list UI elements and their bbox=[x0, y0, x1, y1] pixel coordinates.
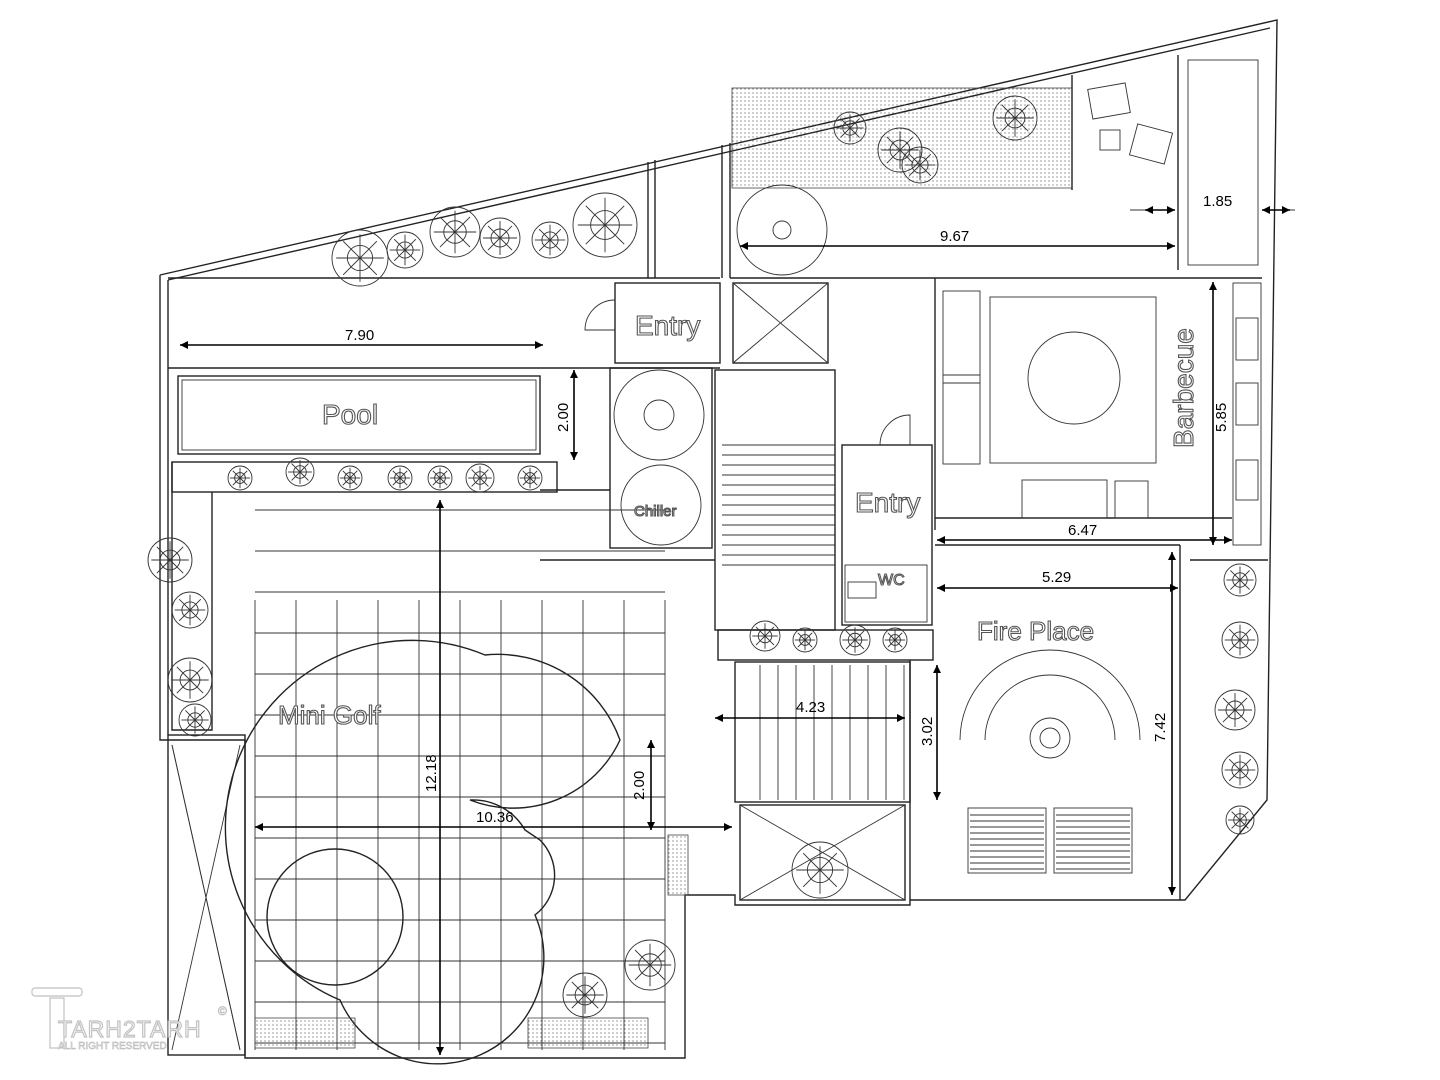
lounge-chairs bbox=[1087, 82, 1174, 165]
label-entry-middle: Entry bbox=[855, 487, 920, 518]
tree-icon bbox=[227, 465, 253, 491]
tree-icon bbox=[624, 939, 676, 991]
label-pool: Pool bbox=[322, 399, 378, 430]
spiral-stair-top bbox=[736, 184, 828, 276]
dim-top-strip: 1.85 bbox=[1203, 193, 1232, 210]
tree-icon bbox=[427, 465, 453, 491]
wc-room bbox=[844, 564, 928, 623]
tree-icon bbox=[386, 231, 424, 269]
dimension-lines: 7.90 2.00 9.67 1.85 5.85 6.47 5.29 7.42 … bbox=[180, 193, 1295, 1055]
chiller-units bbox=[609, 367, 713, 549]
watermark-brand: TARH2TARH bbox=[58, 1016, 202, 1042]
label-wc: WC bbox=[878, 572, 905, 589]
dim-top-terrace: 9.67 bbox=[940, 228, 969, 245]
watermark-copyright: © bbox=[218, 1004, 227, 1018]
dim-fire-place-width: 5.29 bbox=[1042, 569, 1071, 586]
tree-icon bbox=[479, 217, 521, 259]
barbecue-area bbox=[934, 278, 1262, 546]
tree-icon bbox=[337, 465, 363, 491]
tree-icon bbox=[517, 465, 543, 491]
dim-barbecue-height: 5.85 bbox=[1213, 403, 1230, 432]
tree-icon bbox=[387, 465, 413, 491]
dim-stair-height: 3.02 bbox=[919, 717, 936, 746]
tree-icon bbox=[465, 463, 495, 493]
left-storage bbox=[167, 734, 246, 1056]
trees bbox=[147, 95, 1259, 1018]
label-mini-golf: Mini Golf bbox=[278, 700, 381, 730]
lower-stair bbox=[734, 661, 911, 901]
tree-icon bbox=[171, 591, 209, 629]
tree-icon bbox=[792, 627, 818, 653]
fire-place-area bbox=[909, 544, 1268, 900]
label-entry-top: Entry bbox=[635, 310, 700, 341]
dim-pool-length: 7.90 bbox=[345, 327, 374, 344]
mini-golf-area bbox=[171, 461, 689, 1065]
label-chiller: Chiller bbox=[634, 503, 677, 520]
tree-icon bbox=[1221, 621, 1259, 659]
planter-middle bbox=[717, 629, 934, 661]
tree-icon bbox=[1221, 751, 1259, 789]
dim-fire-place-height: 7.42 bbox=[1152, 713, 1169, 742]
tree-icon bbox=[429, 206, 481, 258]
outer-walls bbox=[159, 19, 1278, 1059]
entry-top bbox=[584, 282, 829, 364]
tree-icon bbox=[572, 192, 638, 258]
tree-icon bbox=[749, 620, 781, 652]
watermark-rights: ALL RIGHT RESERVED bbox=[58, 1041, 167, 1052]
dim-pool-width: 2.00 bbox=[555, 403, 572, 432]
tree-icon bbox=[992, 95, 1038, 141]
dim-stair-width: 4.23 bbox=[796, 699, 825, 716]
tree-icon bbox=[1225, 805, 1255, 835]
pool bbox=[177, 375, 541, 455]
tree-icon bbox=[331, 229, 389, 287]
tree-icon bbox=[147, 537, 193, 583]
elevator-shaft bbox=[732, 282, 829, 364]
tree-icon bbox=[839, 624, 871, 656]
tree-icon bbox=[562, 972, 608, 1018]
watermark-logo: TARH2TARH ALL RIGHT RESERVED © bbox=[31, 987, 227, 1052]
tree-icon bbox=[901, 146, 939, 184]
tree-icon bbox=[285, 457, 315, 487]
label-fire-place: Fire Place bbox=[977, 616, 1094, 646]
dim-golf-gap: 2.00 bbox=[631, 771, 648, 800]
dim-golf-width: 10.36 bbox=[476, 809, 514, 826]
lower-shaft bbox=[739, 804, 906, 901]
upper-walls bbox=[168, 55, 1262, 369]
tree-icon bbox=[791, 841, 849, 899]
tree-icon bbox=[833, 111, 867, 145]
tree-icon bbox=[167, 657, 213, 703]
tree-icon bbox=[877, 127, 923, 173]
tree-icon bbox=[531, 221, 569, 259]
dim-golf-height: 12.18 bbox=[423, 754, 440, 792]
tree-icon bbox=[882, 627, 908, 653]
planter-bed-top bbox=[731, 87, 1073, 189]
tree-icon bbox=[1214, 689, 1256, 731]
label-barbecue: Barbecue bbox=[1168, 328, 1199, 448]
dim-barbecue-width: 6.47 bbox=[1068, 522, 1097, 539]
tree-icon bbox=[1223, 563, 1257, 597]
tree-icon bbox=[178, 703, 212, 737]
